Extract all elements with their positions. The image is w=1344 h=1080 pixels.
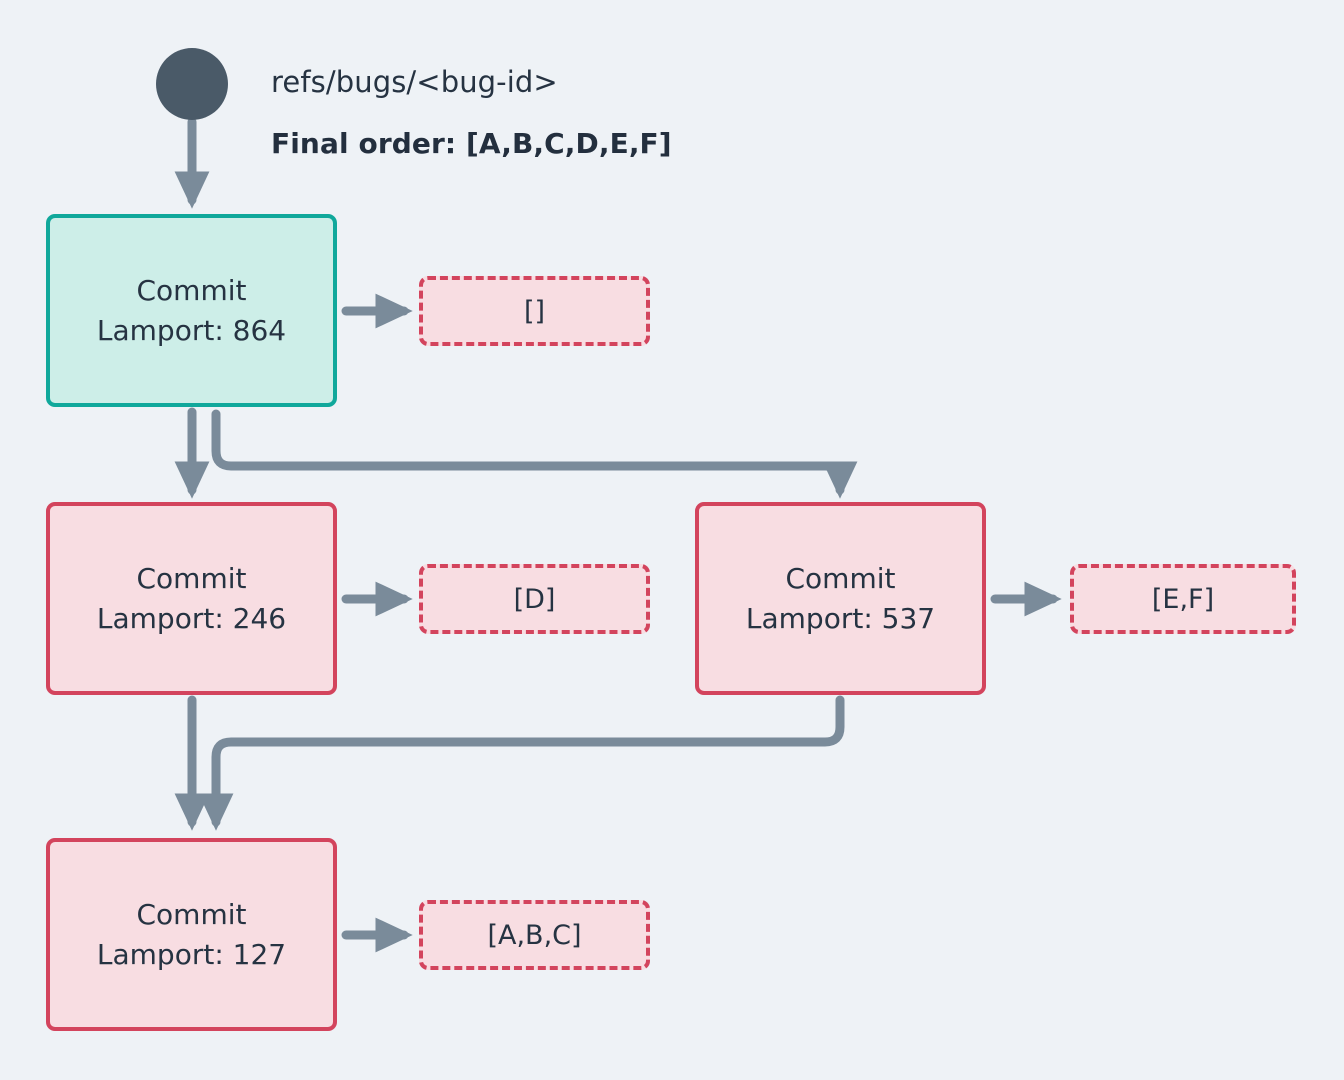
commit-node-864-title: Commit xyxy=(136,273,247,307)
commit-node-246[interactable]: Commit Lamport: 246 xyxy=(46,502,337,695)
commit-node-127-lamport: Lamport: 127 xyxy=(96,937,287,971)
final-order-label: Final order: [A,B,C,D,E,F] xyxy=(271,127,672,160)
commit-node-864[interactable]: Commit Lamport: 864 xyxy=(46,214,337,407)
commit-node-537-lamport: Lamport: 537 xyxy=(745,601,936,635)
payload-box-864[interactable]: [] xyxy=(419,276,650,346)
payload-box-127[interactable]: [A,B,C] xyxy=(419,900,650,970)
payload-box-537[interactable]: [E,F] xyxy=(1070,564,1296,634)
edge-c537-to-c127 xyxy=(198,695,845,831)
commit-node-127-title: Commit xyxy=(136,897,247,931)
commit-node-537[interactable]: Commit Lamport: 537 xyxy=(695,502,986,695)
ref-start-node[interactable] xyxy=(156,48,228,120)
ref-path-label: refs/bugs/<bug-id> xyxy=(271,65,558,99)
commit-node-864-lamport: Lamport: 864 xyxy=(96,313,287,347)
commit-node-537-title: Commit xyxy=(785,561,896,595)
commit-node-246-title: Commit xyxy=(136,561,247,595)
commit-node-246-lamport: Lamport: 246 xyxy=(96,601,287,635)
edge-c864-to-c537 xyxy=(211,409,858,499)
payload-box-246[interactable]: [D] xyxy=(419,564,650,634)
commit-node-127[interactable]: Commit Lamport: 127 xyxy=(46,838,337,1031)
